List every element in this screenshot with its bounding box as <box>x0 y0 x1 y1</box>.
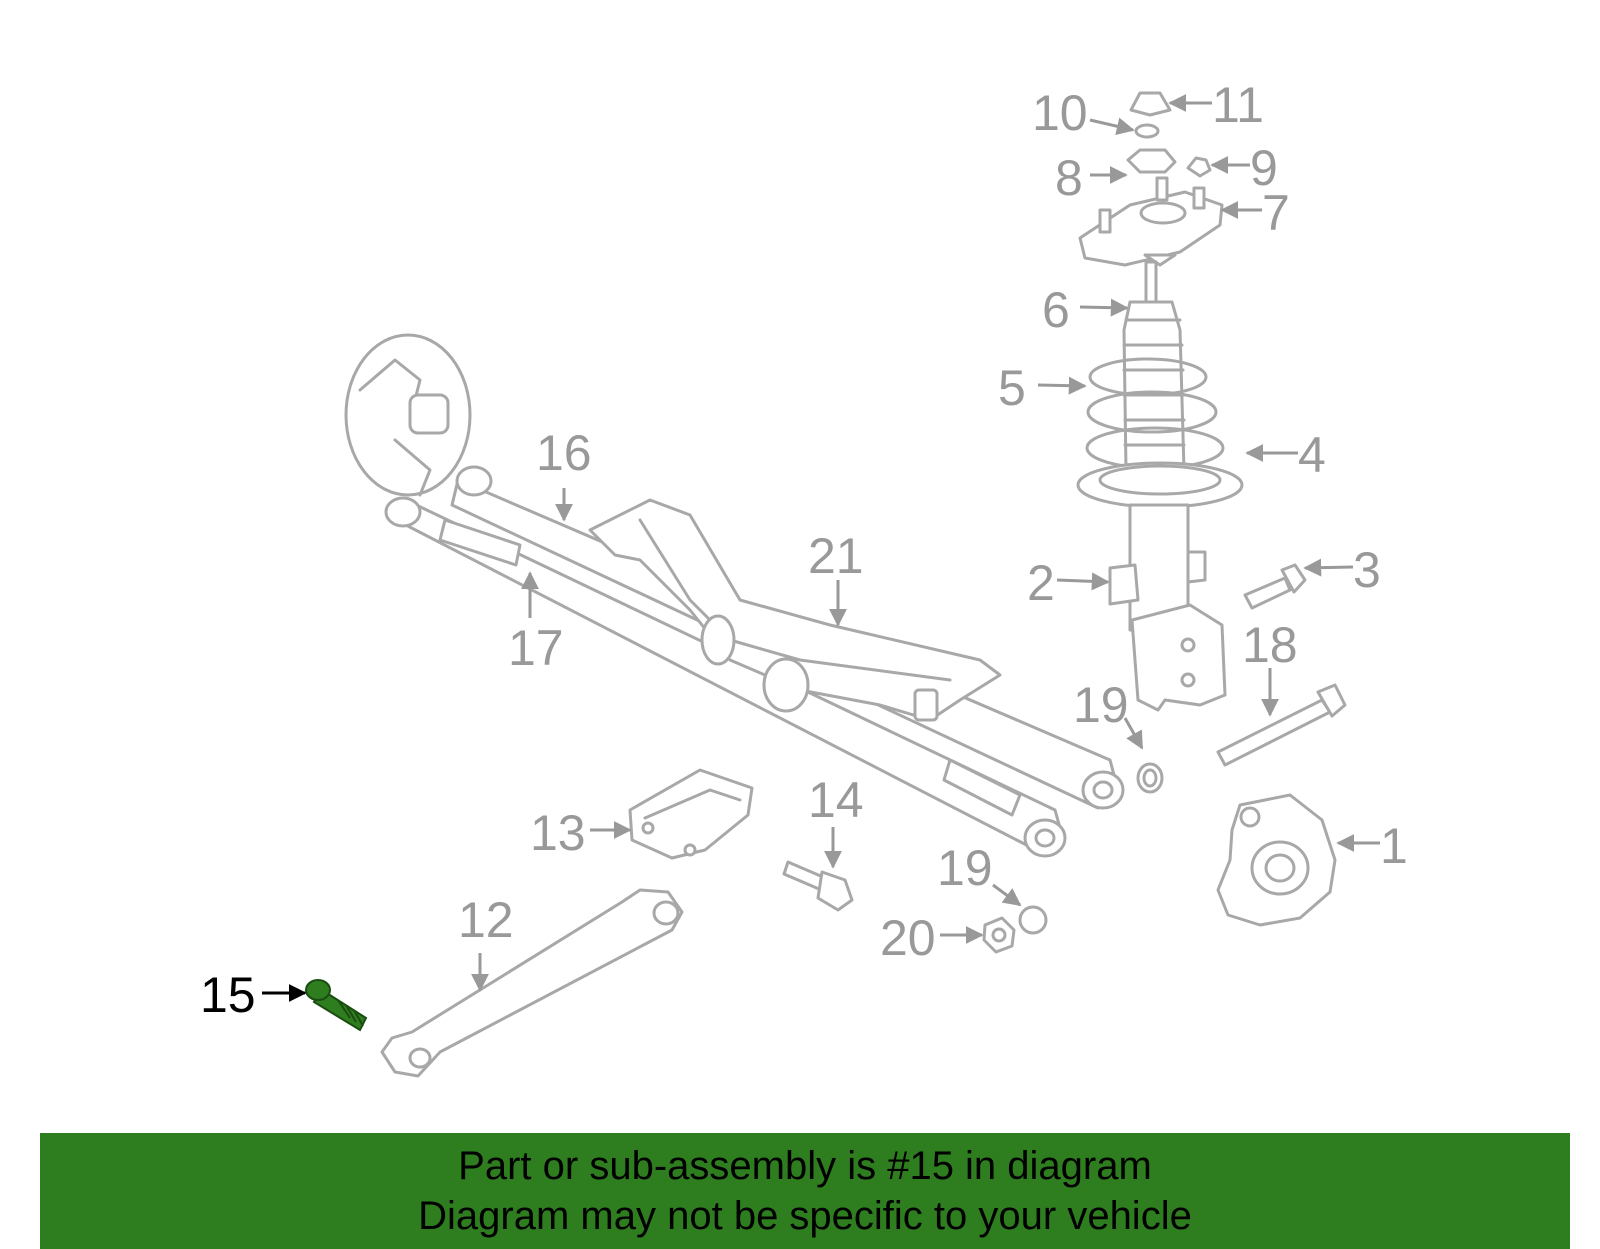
washer-19-lower <box>1018 905 1048 935</box>
callout-8: 8 <box>1055 150 1083 206</box>
callout-20: 20 <box>880 910 936 966</box>
washer-19-upper <box>1136 762 1164 794</box>
callout-19-upper: 19 <box>1073 677 1129 733</box>
callout-7: 7 <box>1262 185 1290 241</box>
callout-14: 14 <box>808 772 864 828</box>
callout-18: 18 <box>1242 617 1298 673</box>
callout-4: 4 <box>1298 427 1326 483</box>
info-banner: Part or sub-assembly is #15 in diagram D… <box>40 1133 1570 1249</box>
bolt-14 <box>782 860 854 912</box>
callout-labels: 10 11 8 9 7 6 5 4 2 3 18 19 1 19 20 14 1… <box>200 77 1408 1023</box>
callout-2: 2 <box>1027 555 1055 611</box>
bolt-18 <box>1216 683 1347 767</box>
strut-assembly <box>1076 91 1244 712</box>
callout-19-lower: 19 <box>937 840 993 896</box>
callout-1: 1 <box>1380 818 1408 874</box>
callout-12: 12 <box>458 892 514 948</box>
callout-17: 17 <box>508 620 564 676</box>
callout-10: 10 <box>1032 85 1088 141</box>
trailing-arm-12 <box>380 888 684 1078</box>
knuckle-1 <box>1216 793 1337 927</box>
callout-15-highlighted[interactable]: 15 <box>200 967 256 1023</box>
callout-arrows <box>262 94 1380 1002</box>
callout-21: 21 <box>808 528 864 584</box>
callout-3: 3 <box>1353 542 1381 598</box>
callout-9: 9 <box>1250 140 1278 196</box>
callout-13: 13 <box>530 805 586 861</box>
bolt-3 <box>1243 563 1307 610</box>
callout-5: 5 <box>998 360 1026 416</box>
crossmember-21 <box>588 498 1002 722</box>
bolt-15-highlighted[interactable] <box>305 979 368 1032</box>
banner-line-part-number: Part or sub-assembly is #15 in diagram <box>458 1144 1152 1188</box>
callout-16: 16 <box>536 425 592 481</box>
nut-20 <box>982 916 1016 954</box>
brake-backing-plate <box>344 333 472 497</box>
bracket-13 <box>628 768 754 860</box>
callout-6: 6 <box>1042 282 1070 338</box>
lateral-link-17 <box>384 496 1067 858</box>
callout-11: 11 <box>1212 77 1264 133</box>
banner-line-disclaimer: Diagram may not be specific to your vehi… <box>418 1194 1192 1238</box>
